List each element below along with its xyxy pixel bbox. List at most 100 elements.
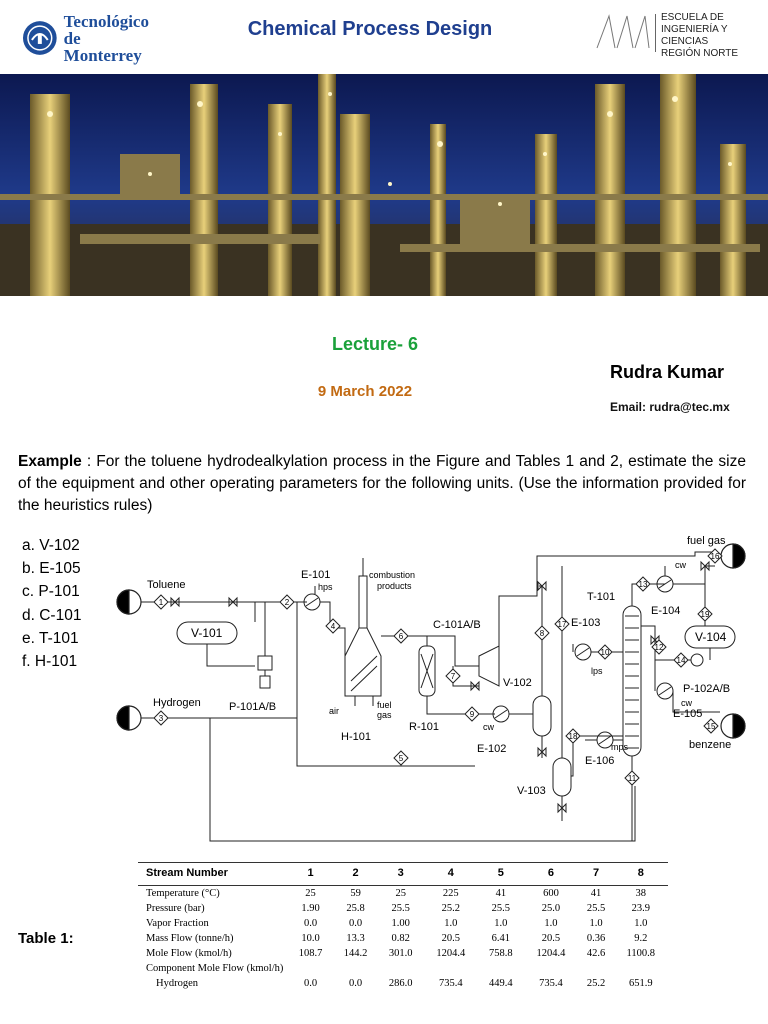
column-header: 2 <box>352 867 359 879</box>
table-cell: 1.00 <box>391 918 410 929</box>
stream-number: 15 <box>707 722 716 731</box>
table-cell <box>288 961 333 976</box>
stream-number: 10 <box>601 648 610 657</box>
example-paragraph: Example : For the toluene hydrodealkylat… <box>18 451 746 517</box>
label-mps: mps <box>611 742 629 752</box>
table-cell: 25.2 <box>586 978 606 989</box>
table-cell: 1.0 <box>494 918 508 929</box>
table-cell: 0.0 <box>303 978 318 989</box>
table-cell: 38 <box>635 888 647 899</box>
label-p102: P-102A/B <box>683 683 730 695</box>
stream-number: 19 <box>701 610 710 619</box>
table-cell: 13.3 <box>346 933 365 944</box>
example-lead: Example <box>18 453 82 470</box>
stream-number: 7 <box>451 672 456 681</box>
school-line-1: ESCUELA DE <box>661 12 724 23</box>
table-cell: 1.90 <box>301 903 320 914</box>
example-text: : For the toluene hydrodealkylation proc… <box>18 453 746 514</box>
school-line-3: REGIÓN NORTE <box>661 48 739 59</box>
stream-tag-diamond <box>279 594 295 610</box>
table-cell: 25.5 <box>586 903 606 914</box>
table-cell: 735.4 <box>438 978 463 989</box>
table-cell: 0.82 <box>391 933 410 944</box>
table-cell <box>378 961 423 976</box>
column-header: 5 <box>497 867 504 879</box>
label-hydrogen: Hydrogen <box>153 697 201 709</box>
label-t101: T-101 <box>587 591 615 603</box>
row-label: Temperature (°C) <box>146 888 220 899</box>
table-cell: 23.9 <box>631 903 650 914</box>
table-row: Component Mole Flow (kmol/h) <box>138 961 668 976</box>
table-cell: 25.8 <box>346 903 365 914</box>
table-cell <box>333 961 378 976</box>
label-fuel: fuel <box>377 700 392 710</box>
label-benzene: benzene <box>689 739 731 751</box>
table-cell: 1204.4 <box>536 948 566 959</box>
column-header-stream-number: Stream Number <box>146 867 228 879</box>
label-fuel-gas: fuel gas <box>687 536 726 547</box>
author-email: Email: rudra@tec.mx <box>610 400 730 414</box>
label-v101: V-101 <box>191 626 223 640</box>
row-label: Vapor Fraction <box>146 918 209 929</box>
refinery-banner-image <box>0 74 768 296</box>
row-label: Pressure (bar) <box>146 903 205 914</box>
table-cell: 758.8 <box>489 948 513 959</box>
label-c101: C-101A/B <box>433 619 481 631</box>
stream-number: 16 <box>711 552 720 561</box>
stream-tag-diamond <box>635 576 651 592</box>
table-cell: 25.0 <box>541 903 561 914</box>
label-toluene: Toluene <box>147 579 186 591</box>
school-line-2: INGENIERÍA Y CIENCIAS <box>661 24 728 47</box>
list-item: a. V-102 <box>22 537 80 554</box>
stream-tag-diamond <box>707 548 723 564</box>
table-cell: 42.6 <box>586 948 606 959</box>
course-title: Chemical Process Design <box>247 18 493 40</box>
row-label: Mass Flow (tonne/h) <box>146 933 234 944</box>
label-air: air <box>329 706 339 716</box>
table-cell: 301.0 <box>388 948 413 959</box>
table-cell: 25 <box>305 888 316 899</box>
table-cell: 449.4 <box>489 978 513 989</box>
stream-tag-diamond <box>597 644 613 660</box>
stream-number: 2 <box>285 598 290 607</box>
list-item: e. T-101 <box>22 629 79 647</box>
table-cell <box>478 961 523 976</box>
stream-tag-diamond <box>565 728 581 744</box>
stream-number: 3 <box>159 714 164 723</box>
school-mark-icon <box>596 14 650 49</box>
table-cell: 6.41 <box>491 933 511 944</box>
table-caption: Table 1: <box>18 930 74 947</box>
column-header: 7 <box>592 867 600 879</box>
table-cell: 25 <box>395 888 406 899</box>
stream-number: 18 <box>569 732 578 741</box>
table-cell: 0.0 <box>349 978 363 989</box>
stream-tag-diamond <box>325 618 341 634</box>
label-e101: E-101 <box>301 569 330 581</box>
list-item: d. C-101 <box>22 606 82 624</box>
table-cell: 41 <box>495 888 507 899</box>
stream-tag-diamond <box>153 710 169 726</box>
label-e102: E-102 <box>477 743 506 755</box>
tec-seal-icon <box>22 21 57 55</box>
label-lps: lps <box>591 666 603 676</box>
stream-tag-diamond <box>624 770 640 786</box>
label-combustion: combustion <box>369 570 415 580</box>
stream-number: 6 <box>399 632 404 641</box>
row-label: Mole Flow (kmol/h) <box>146 948 232 959</box>
stream-tag-diamond <box>464 706 480 722</box>
table-cell: 225 <box>442 888 459 899</box>
table-cell <box>423 961 478 976</box>
stream-number: 9 <box>470 710 475 719</box>
label-cw-1: cw <box>483 722 495 732</box>
table-cell: 0.0 <box>349 918 363 929</box>
table-cell: 1204.4 <box>436 948 466 959</box>
table-cell: 286.0 <box>388 978 413 989</box>
table-cell: 0.36 <box>586 933 606 944</box>
table-cell: 108.7 <box>298 948 323 959</box>
